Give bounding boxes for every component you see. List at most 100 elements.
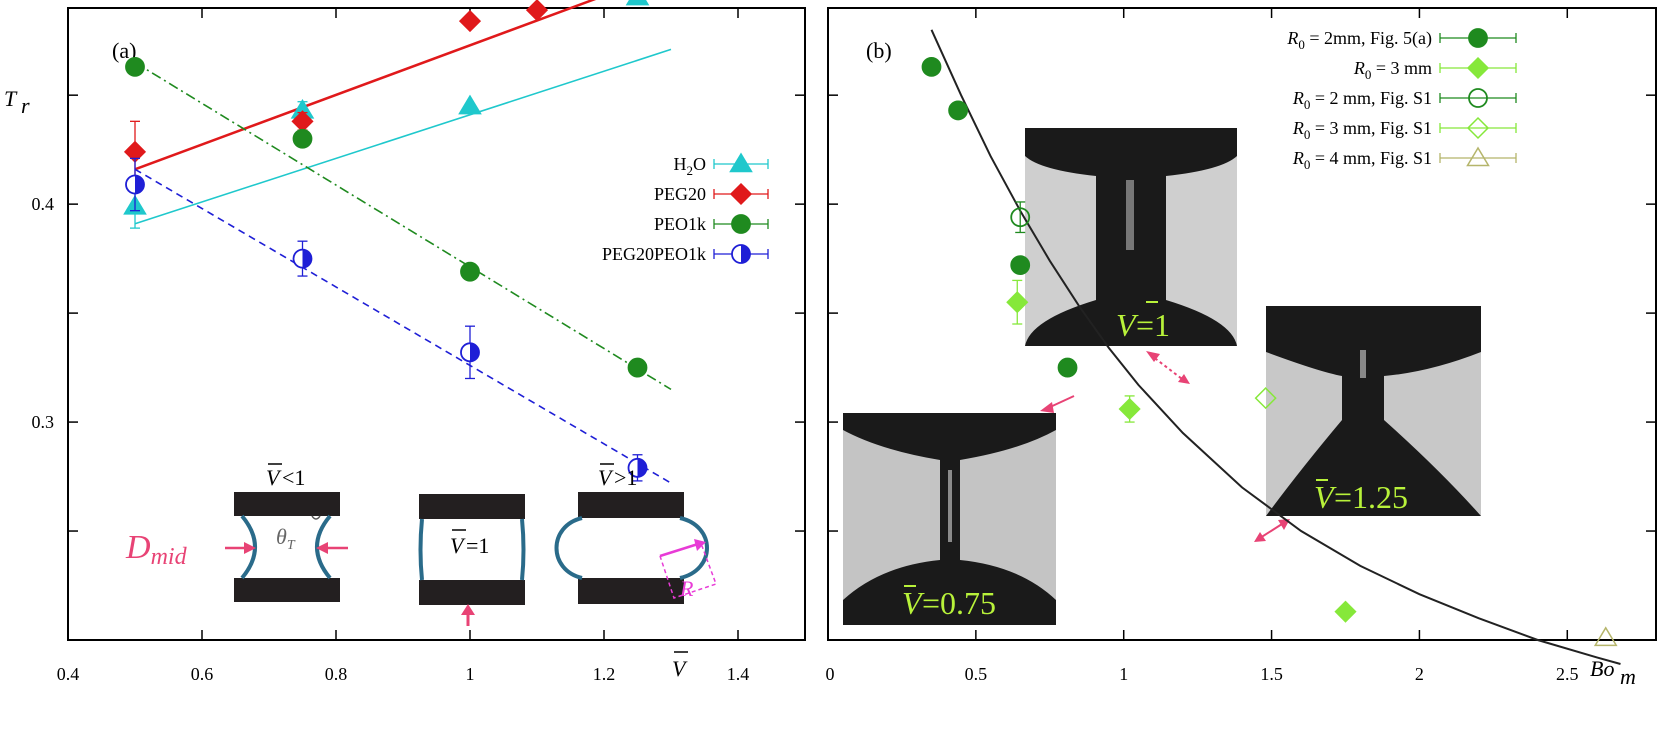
x-tick-label: 1: [466, 664, 475, 684]
legend-marker: [731, 214, 751, 234]
legend-marker: [1466, 146, 1490, 167]
data-point: [948, 100, 969, 121]
panel-b-frame: [827, 7, 1657, 641]
data-point-peo1k: [125, 56, 145, 77]
x-tick-label: 0.4: [57, 664, 80, 684]
data-point: [1593, 626, 1618, 647]
data-point-peg20peo1k: [125, 174, 145, 195]
data-point-peg20peo1k: [460, 342, 480, 363]
data-point: [1010, 255, 1031, 276]
fit-line-h2o: [134, 48, 672, 225]
legend-label: R0 = 2 mm, Fig. S1: [1292, 88, 1432, 112]
data-point: [1010, 207, 1031, 228]
x-tick-label: 1.5: [1260, 664, 1283, 684]
data-point-peo1k: [627, 357, 648, 378]
legend-marker: [1466, 56, 1490, 80]
photo-inset-v075: V =0.75: [843, 413, 1056, 625]
meniscus-left: [240, 514, 257, 580]
legend-marker: [729, 182, 753, 206]
data-point: [921, 56, 942, 77]
x-tick-label: 2.5: [1556, 664, 1579, 684]
legend-marker: [1466, 116, 1490, 140]
x-tick-label: 0.8: [325, 664, 348, 684]
x-axis-title-main: V: [672, 656, 688, 681]
legend-label: R0 = 3 mm: [1353, 58, 1432, 82]
schematic-v-equal-1: V =1: [418, 494, 526, 626]
legend-marker: [1468, 28, 1488, 48]
data-point-peg20: [525, 0, 549, 22]
panel-b-fit-curve: [930, 29, 1621, 665]
panel-a-fit-lines: [134, 0, 672, 484]
legend-marker: [729, 152, 753, 173]
x-tick-label: 1: [1119, 664, 1128, 684]
panel-a-ticks: 0.4 0.6 0.8 1 1.2 1.4 0.4 0.3: [32, 8, 805, 684]
fit-line-peo1k: [134, 61, 672, 391]
inset-v1-bar: V: [1116, 307, 1139, 343]
schematic-v-less-1: V <1 θT Dmid: [125, 463, 348, 602]
fit-line-peg20peo1k: [134, 168, 672, 484]
x-axis-title-a: V: [672, 651, 688, 681]
data-point-h2o: [458, 94, 482, 115]
legend-label: H2O: [674, 154, 707, 178]
panel-b-label: (b): [866, 38, 892, 63]
schematic-label-lt1: <1: [282, 465, 305, 490]
data-point: [1057, 357, 1078, 378]
y-axis-title-main: T: [4, 86, 18, 111]
panel-b-legend: R0 = 2mm, Fig. 5(a) R0 = 3 mm R0 = 2 mm, F…: [1286, 28, 1517, 172]
dmid-label: Dmid: [125, 529, 188, 570]
legend-marker: [731, 244, 751, 264]
inset-v075-label: =0.75: [922, 585, 996, 621]
droplet-schematics: V <1 θT Dmid V: [125, 463, 717, 626]
data-point-peg20peo1k: [627, 457, 648, 478]
meniscus-right: [315, 514, 332, 580]
panel-a-frame: [67, 7, 806, 641]
y-tick-label: 0.3: [32, 412, 55, 432]
schematic-label-gt1: >1: [614, 465, 637, 490]
y-axis-title-a: T r: [4, 86, 30, 118]
x-tick-label: 2: [1415, 664, 1424, 684]
inset-v125-label: =1.25: [1334, 479, 1408, 515]
x-tick-label: 0.5: [965, 664, 988, 684]
photo-inset-v125: V =1.25: [1266, 306, 1481, 516]
legend-label: R0 = 3 mm, Fig. S1: [1292, 118, 1432, 142]
legend-label: PEG20PEO1k: [602, 244, 706, 264]
data-point-peg20: [458, 10, 482, 33]
arrow-up-icon: [461, 604, 475, 615]
data-point: [1254, 387, 1277, 410]
inset-pointer-arrows: [1040, 351, 1290, 542]
panel-b-points: [921, 56, 1618, 647]
y-axis-title-sub: r: [21, 93, 30, 118]
radius-label: R: [679, 576, 694, 601]
svg-text:V: V: [598, 465, 614, 490]
fit-line-peg20: [134, 0, 597, 171]
photo-inset-v1: V =1: [1025, 128, 1237, 346]
panel-a-points: [123, 0, 650, 482]
data-point: [1006, 291, 1029, 314]
data-point-peo1k: [460, 261, 480, 282]
inset-v1-label: =1: [1136, 307, 1170, 343]
legend-label: R0 = 2mm, Fig. 5(a): [1286, 28, 1432, 52]
inset-v125-bar: V: [1314, 479, 1337, 515]
schematic-v-greater-1: V >1 R: [554, 463, 717, 604]
svg-text:V: V: [450, 533, 466, 558]
legend-label: PEG20: [654, 184, 706, 204]
legend-label: PEO1k: [654, 214, 706, 234]
theta-t-label: θT: [276, 524, 296, 553]
data-point-peo1k: [292, 128, 313, 149]
legend-marker: [1468, 88, 1488, 108]
x-tick-label: 0.6: [191, 664, 214, 684]
y-tick-label: 0.4: [32, 194, 55, 214]
x-tick-label: 1.2: [593, 664, 616, 684]
x-tick-label: 1.4: [727, 664, 750, 684]
schematic-label-eq1: =1: [466, 533, 489, 558]
inset-v075-bar: V: [902, 585, 925, 621]
data-point: [1334, 600, 1357, 623]
plate-bottom: [234, 578, 340, 602]
contact-angle-arc: [311, 515, 321, 520]
data-point-h2o: [625, 0, 650, 6]
data-point: [1118, 397, 1141, 421]
